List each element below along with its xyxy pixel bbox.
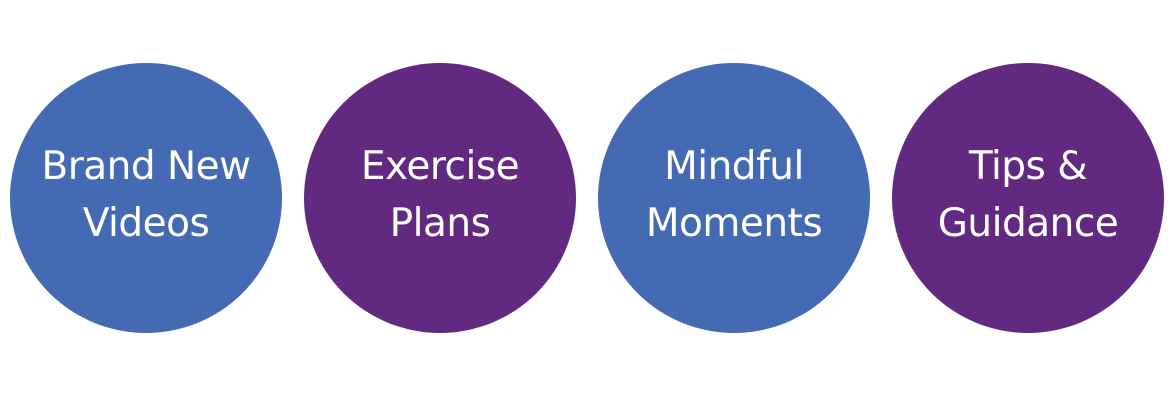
circle-exercise-plans: Exercise Plans [304, 63, 576, 333]
circle-label-line1: Exercise [360, 144, 520, 189]
circle-label-line2: Guidance [937, 201, 1119, 246]
circle-label-line2: Moments [645, 201, 823, 246]
circle-label: Mindful Moments [645, 138, 823, 252]
circle-label-line1: Tips & [968, 144, 1088, 189]
circle-label-line1: Mindful [664, 144, 804, 189]
circle-label: Brand New Videos [41, 138, 251, 252]
circle-label-line2: Videos [82, 201, 210, 246]
circle-tips-guidance: Tips & Guidance [892, 63, 1164, 333]
circle-mindful-moments: Mindful Moments [598, 63, 870, 333]
circle-label-line1: Brand New [41, 144, 251, 189]
circle-label: Exercise Plans [360, 138, 520, 252]
circle-label-line2: Plans [389, 201, 491, 246]
circle-label: Tips & Guidance [938, 138, 1119, 252]
circle-brand-new-videos: Brand New Videos [10, 63, 282, 333]
